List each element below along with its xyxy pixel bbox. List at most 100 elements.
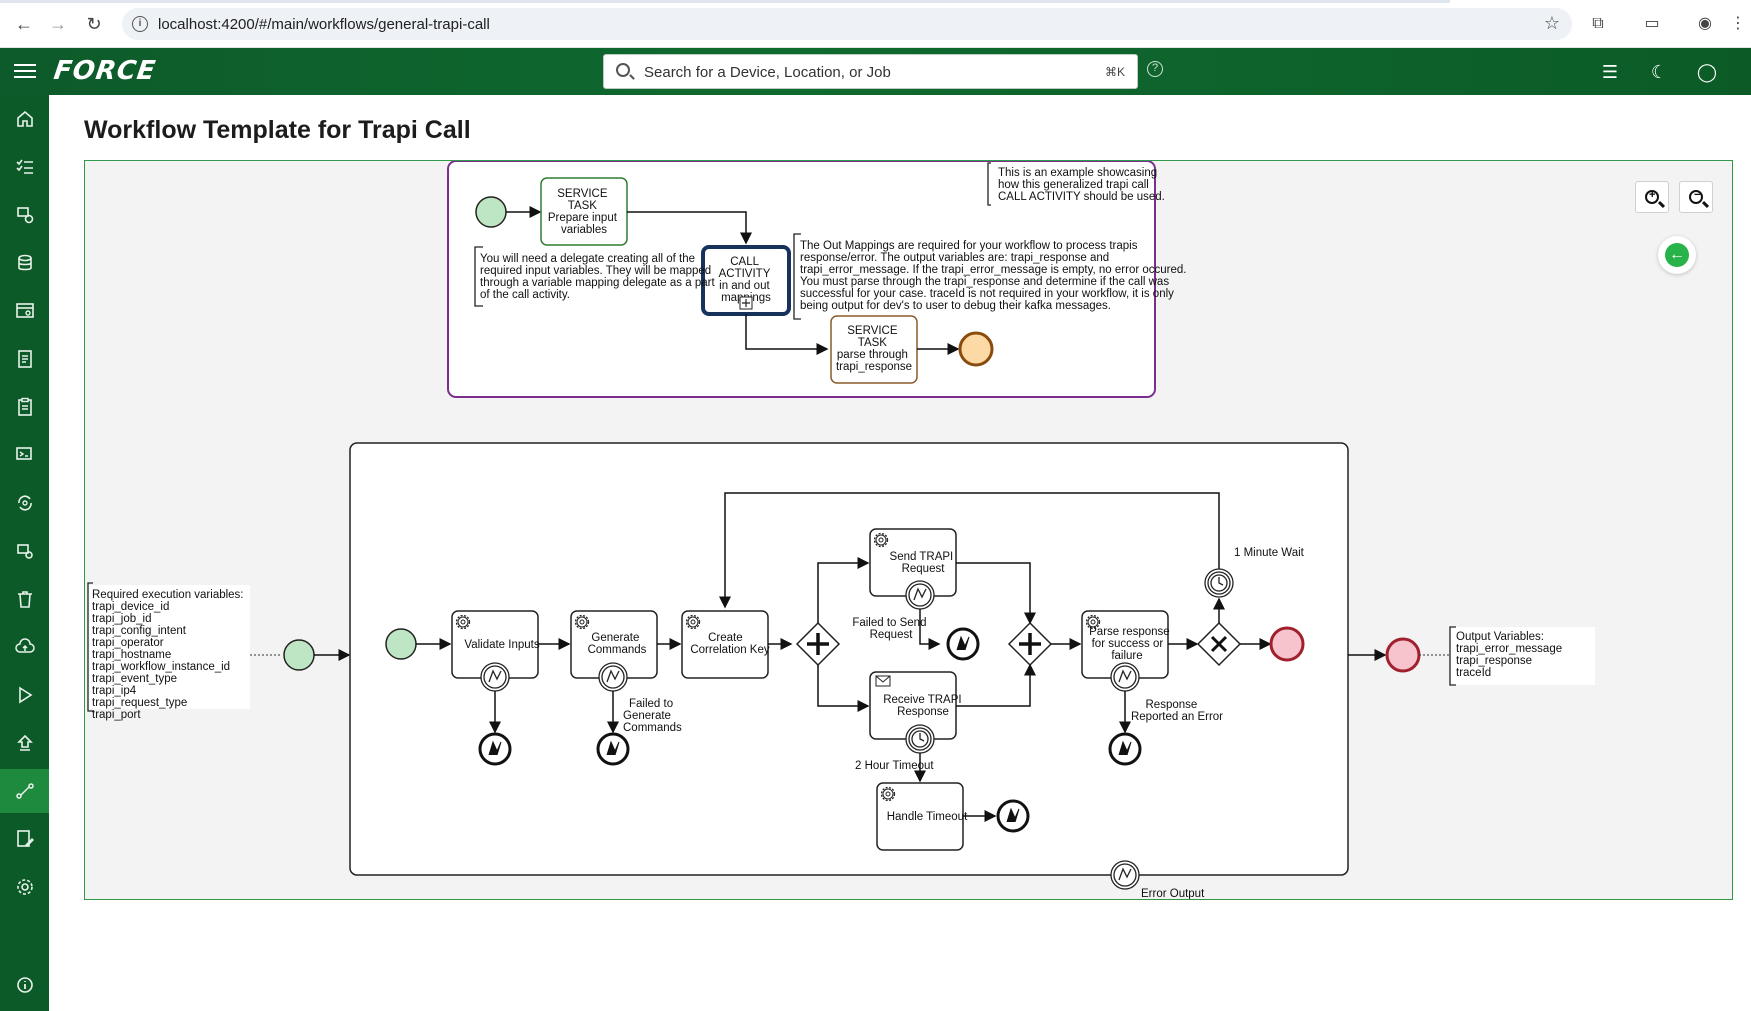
sidebar-item-devices[interactable] [0, 193, 49, 237]
play-icon [18, 686, 32, 704]
forward-arrow-icon[interactable]: → [49, 13, 67, 34]
outer-end-event[interactable] [1385, 637, 1421, 673]
sidebar-item-info[interactable] [0, 963, 49, 1007]
address-bar[interactable]: i localhost:4200/#/main/workflows/genera… [122, 8, 1572, 40]
browser-settings-icon [15, 303, 34, 318]
site-info-icon[interactable]: i [132, 16, 148, 32]
boundary-timer-icon[interactable] [905, 724, 935, 754]
boundary-error-icon[interactable] [598, 662, 628, 692]
sidebar-item-edit-document[interactable] [0, 817, 49, 861]
flow-fork-receive[interactable] [817, 665, 870, 712]
output-vars-bracket [1449, 626, 1456, 686]
search-icon [616, 63, 630, 77]
task-receive-trapi-response-label: Receive TRAPI Response [883, 694, 965, 718]
timer-event-icon[interactable] [1204, 568, 1234, 598]
arrow-left-icon: ← [1665, 243, 1689, 267]
logo[interactable]: FORCE [51, 56, 158, 86]
page-title: Workflow Template for Trapi Call [84, 116, 471, 144]
sidebar-item-sync-settings[interactable] [0, 481, 49, 525]
bookmark-star-icon[interactable]: ☆ [1543, 13, 1560, 33]
sidebar-item-home[interactable] [0, 97, 49, 141]
page-load-progress [0, 0, 1450, 3]
config-icon [15, 447, 32, 460]
label-timeout: 2 Hour Timeout [855, 760, 934, 772]
bpmn-canvas[interactable]: SERVICE TASK Prepare input variables CAL… [84, 160, 1733, 900]
example-start-event[interactable] [475, 196, 507, 228]
zoom-in-button[interactable]: + [1635, 181, 1669, 213]
extensions-icon[interactable]: ⧉ [1592, 15, 1604, 32]
example-service-task-prepare-label: SERVICE TASK Prepare input variables [548, 188, 620, 236]
error-end-event-icon[interactable] [996, 799, 1030, 833]
sidebar-item-trash[interactable] [0, 577, 49, 621]
sidebar-item-documents[interactable] [0, 337, 49, 381]
label-wait: 1 Minute Wait [1234, 547, 1305, 559]
sidebar-item-browser-settings[interactable] [0, 289, 49, 333]
menu-icon[interactable] [14, 60, 36, 82]
expand-marker-icon[interactable] [739, 296, 753, 310]
parallel-gateway-join[interactable] [1007, 621, 1053, 667]
zoom-in-icon: + [1645, 190, 1659, 204]
inner-start-event[interactable] [385, 628, 417, 660]
task-handle-timeout-label: Handle Timeout [887, 811, 968, 823]
edit-document-icon [16, 830, 34, 847]
example-flow-3[interactable] [745, 314, 829, 355]
boundary-error-icon[interactable] [1110, 860, 1140, 890]
label-response-error: Response Reported an Error [1131, 699, 1223, 723]
task-list-icon[interactable]: ☰ [1601, 62, 1619, 82]
error-end-event-icon[interactable] [946, 627, 980, 661]
sidebar-item-clipboard[interactable] [0, 385, 49, 429]
flow-send-join[interactable] [956, 562, 1036, 625]
upload-icon [16, 734, 33, 751]
reload-icon[interactable]: ↻ [86, 13, 102, 34]
user-account-icon[interactable]: ◯ [1696, 62, 1718, 82]
devices-icon [16, 207, 33, 224]
zoom-out-button[interactable]: − [1679, 181, 1713, 213]
label-error-output: Error Output [1141, 888, 1205, 900]
trapi-call-subprocess[interactable] [349, 442, 1349, 876]
task-send-trapi-request-label: Send TRAPI Request [890, 551, 957, 575]
label-failed-send: Failed to Send Request [852, 617, 929, 641]
error-end-event-icon[interactable] [478, 732, 512, 766]
flow-retry-loop[interactable] [719, 492, 1220, 609]
sidebar-item-workflows[interactable] [0, 769, 49, 813]
search-shortcut: ⌘K [1104, 65, 1125, 79]
boundary-error-icon[interactable] [905, 580, 935, 610]
example-flow-2[interactable] [627, 211, 752, 245]
example-end-event[interactable] [958, 331, 994, 367]
url-text: localhost:4200/#/main/workflows/general-… [158, 15, 490, 33]
flow-receive-join[interactable] [956, 663, 1036, 707]
help-icon[interactable]: ? [1147, 61, 1163, 77]
back-button[interactable]: ← [1658, 236, 1696, 274]
trash-icon [17, 591, 32, 608]
sidebar-item-cloud-upload[interactable] [0, 625, 49, 669]
sidebar-item-upload[interactable] [0, 721, 49, 765]
global-search-input[interactable]: Search for a Device, Location, or Job ⌘K [603, 54, 1138, 89]
exclusive-gateway[interactable] [1196, 621, 1242, 667]
inner-end-event[interactable] [1269, 626, 1305, 662]
sidebar-item-database[interactable] [0, 241, 49, 285]
sidebar-item-run[interactable] [0, 673, 49, 717]
back-arrow-icon[interactable]: ← [15, 13, 33, 34]
flow-fork-send[interactable] [817, 557, 870, 623]
error-end-event-icon[interactable] [596, 732, 630, 766]
annotation-delegate-bracket [474, 246, 483, 307]
boundary-error-icon[interactable] [1110, 662, 1140, 692]
annotation-delegate: You will need a delegate creating all of… [480, 253, 718, 301]
task-validate-inputs-label: Validate Inputs [464, 639, 539, 651]
sidebar [0, 95, 49, 1011]
sidebar-item-settings[interactable] [0, 865, 49, 909]
bpmn-diagram[interactable]: SERVICE TASK Prepare input variables CAL… [85, 161, 1733, 900]
clipboard-icon [17, 397, 32, 416]
boundary-error-icon[interactable] [480, 662, 510, 692]
browser-menu-icon[interactable]: ⋮ [1730, 15, 1746, 32]
error-end-event-icon[interactable] [1108, 732, 1142, 766]
envelope-icon [875, 675, 891, 687]
cast-icon[interactable]: ▭ [1644, 15, 1660, 32]
flow-send-error[interactable] [919, 609, 941, 650]
profile-icon[interactable]: ◉ [1698, 15, 1712, 32]
sidebar-item-device-settings[interactable] [0, 529, 49, 573]
sidebar-item-config[interactable] [0, 433, 49, 477]
outer-start-event[interactable] [283, 639, 315, 671]
dark-mode-icon[interactable]: ☾ [1650, 62, 1668, 82]
sidebar-item-checklist[interactable] [0, 145, 49, 189]
